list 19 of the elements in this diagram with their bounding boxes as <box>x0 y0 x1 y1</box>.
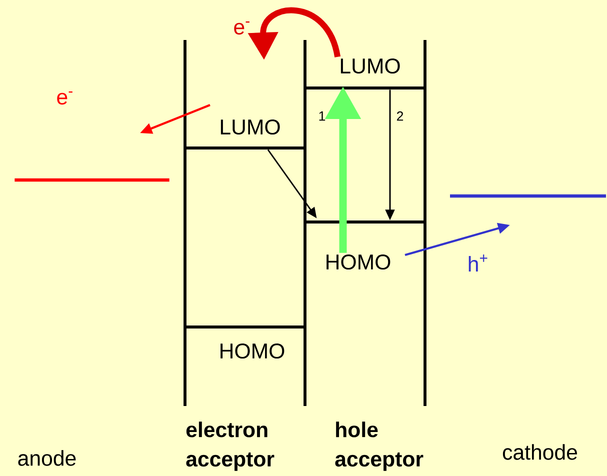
edge-label: 1 <box>319 111 326 121</box>
column-label: hole acceptor <box>335 422 424 471</box>
electrode-label: cathode <box>502 444 577 460</box>
electrode-level <box>14 178 170 182</box>
energy-level: HOMO <box>185 326 305 359</box>
flow-label: h$^{+}$ <box>468 254 488 272</box>
edge-label: 2 <box>396 111 404 121</box>
energy-level: LUMO <box>185 119 305 150</box>
node-label: HOMO <box>220 343 284 359</box>
edge-label: e$^{-}$ <box>234 21 250 35</box>
node-label: HOMO <box>326 254 390 270</box>
node-label: LUMO <box>220 119 280 135</box>
energy-level: HOMO <box>305 220 425 270</box>
flow-label: e$^{-}$ <box>57 91 72 105</box>
column-label: electron acceptor <box>186 422 274 471</box>
electrode-label: anode <box>18 450 76 466</box>
node-label: LUMO <box>340 58 400 74</box>
energy-level: LUMO <box>305 58 425 90</box>
electrode-level <box>450 194 606 198</box>
